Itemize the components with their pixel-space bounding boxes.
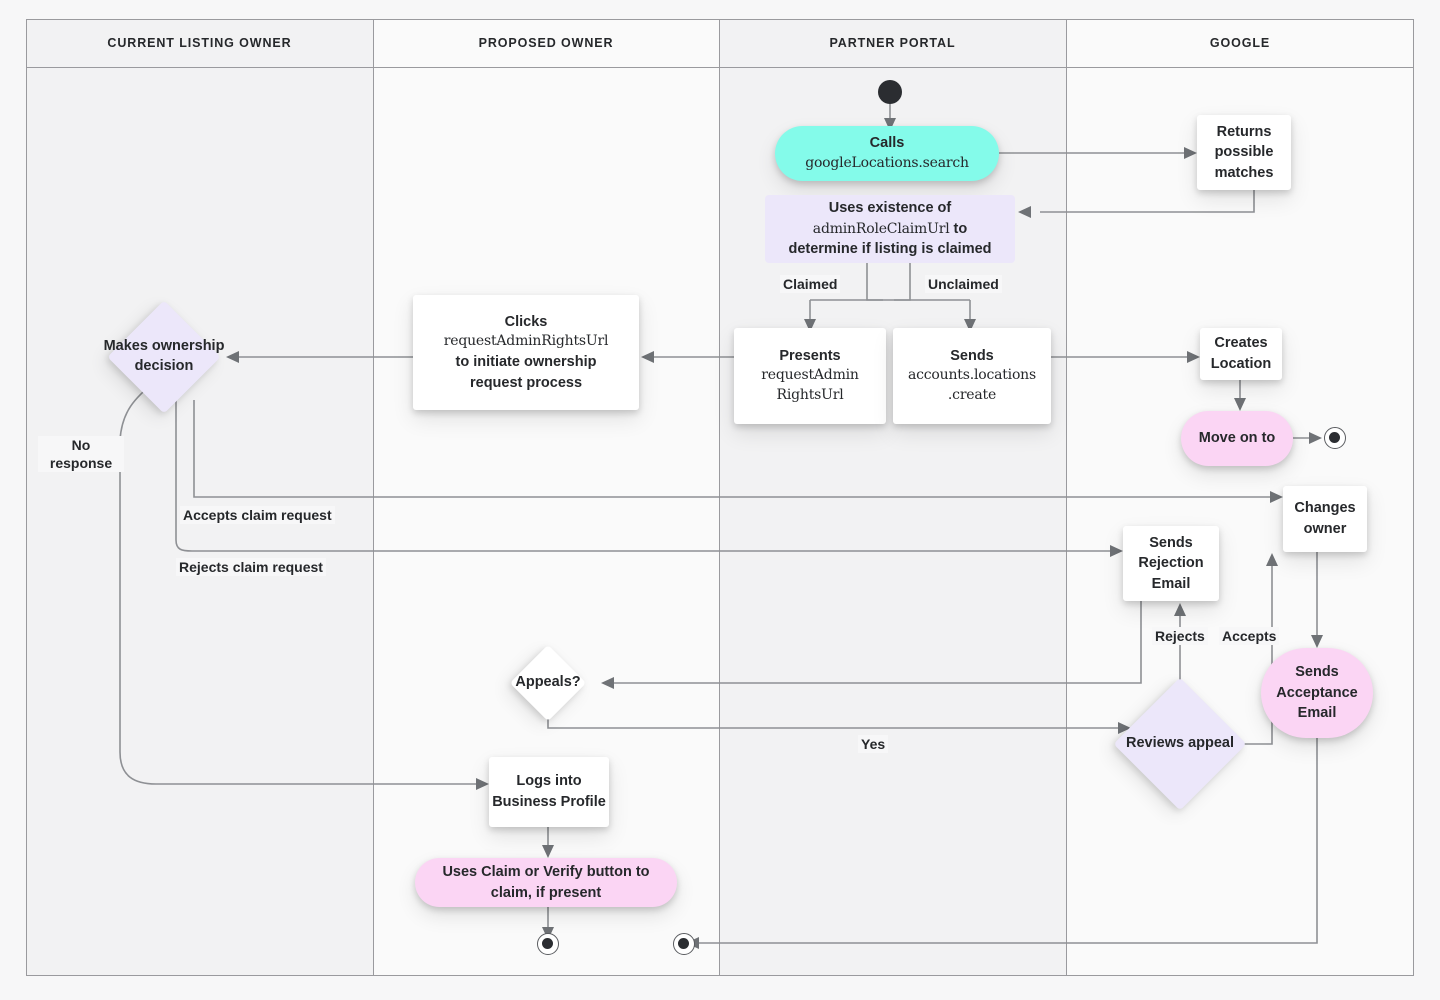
node-decision-label: Makes ownership decision [103,338,225,374]
start-node-partner-portal [878,80,902,104]
node-presents-requestadminrightsurl[interactable]: Presents requestAdmin RightsUrl [734,328,886,424]
node-presents-line1: Presents [779,347,841,364]
end-node-proposed-owner [537,933,559,955]
lane-bottom-border [26,975,1414,976]
lane-divider-1 [373,19,374,976]
edge-label-yes: Yes [858,735,889,754]
edge-label-unclaimed: Unclaimed [925,275,1002,294]
node-sendscreate-line3: .create [947,387,997,404]
node-clicks-requestadminrightsurl[interactable]: Clicks requestAdminRightsUrl to initiate… [413,295,639,410]
lane-divider-4 [1413,19,1414,976]
node-reviews-appeal[interactable]: Reviews appeal [1113,677,1247,811]
node-appeals-label: Appeals? [515,674,581,691]
node-appeals-decision[interactable]: Appeals? [498,644,598,722]
node-reviews-label: Reviews appeal [1126,735,1234,752]
node-clicks-line4: request process [469,374,583,391]
lane-header-separator [26,67,1414,68]
lane-header-proposed-owner: PROPOSED OWNER [478,36,614,50]
node-clicks-line2: requestAdminRightsUrl [443,333,609,350]
lane-header-partner-portal: PARTNER PORTAL [829,36,956,50]
lane-top-border [26,19,1414,20]
node-sends-acceptance-email[interactable]: Sends Acceptance Email [1261,648,1373,738]
lane-background-current-listing-owner [26,19,373,976]
node-calls-line1: Calls [869,135,905,152]
end-node-partner-portal [673,933,695,955]
node-uses-existence-of-adminroleclaimurl[interactable]: Uses existence of adminRoleClaimUrl to d… [765,195,1015,263]
edge-label-rejects: Rejects [1152,627,1208,646]
edge-label-accepts-claim-request: Accepts claim request [180,506,335,525]
edge-label-claimed: Claimed [780,275,841,294]
node-sends-accounts-locations-create[interactable]: Sends accounts.locations .create [893,328,1051,424]
node-uses-claim-or-verify-button[interactable]: Uses Claim or Verify button to claim, if… [415,858,677,907]
node-presents-line2: requestAdmin [761,367,859,384]
edge-label-no-response: No response [38,436,124,473]
edge-label-rejects-claim-request: Rejects claim request [176,558,326,577]
node-uses-line2: adminRoleClaimUrl to [813,219,967,240]
node-clicks-line1: Clicks [504,313,548,330]
lane-background-proposed-owner [373,19,719,976]
node-sendscreate-line1: Sends [950,347,994,364]
lane-divider-3 [1066,19,1067,976]
lane-header-current-listing-owner: CURRENT LISTING OWNER [107,36,292,50]
lane-header-google: GOOGLE [1209,36,1271,50]
node-changes-owner[interactable]: Changes owner [1283,486,1367,552]
node-calls-line2: googleLocations.search [805,154,969,171]
node-uses-to: to [953,220,968,237]
end-node-google [1324,427,1346,449]
node-uses-line1: Uses existence of [828,199,952,216]
node-uses-line3: determine if listing is claimed [788,241,992,258]
node-creates-location[interactable]: Creates Location [1200,328,1282,380]
node-presents-line3: RightsUrl [776,387,844,404]
node-calls-googlelocations-search[interactable]: Calls googleLocations.search [775,126,999,181]
node-logs-into-business-profile[interactable]: Logs into Business Profile [489,757,609,827]
node-clicks-line3: to initiate ownership [455,354,597,371]
node-move-on-to[interactable]: Move on to [1181,411,1293,466]
node-uses-code: adminRoleClaimUrl [812,220,950,237]
lane-divider-2 [719,19,720,976]
lane-divider-0 [26,19,27,976]
node-makes-ownership-decision[interactable]: Makes ownership decision [104,300,224,414]
node-returns-possible-matches[interactable]: Returns possible matches [1197,115,1291,190]
node-sends-rejection-email[interactable]: Sends Rejection Email [1123,526,1219,601]
edge-label-accepts: Accepts [1219,627,1280,646]
node-sendscreate-line2: accounts.locations [908,367,1036,384]
